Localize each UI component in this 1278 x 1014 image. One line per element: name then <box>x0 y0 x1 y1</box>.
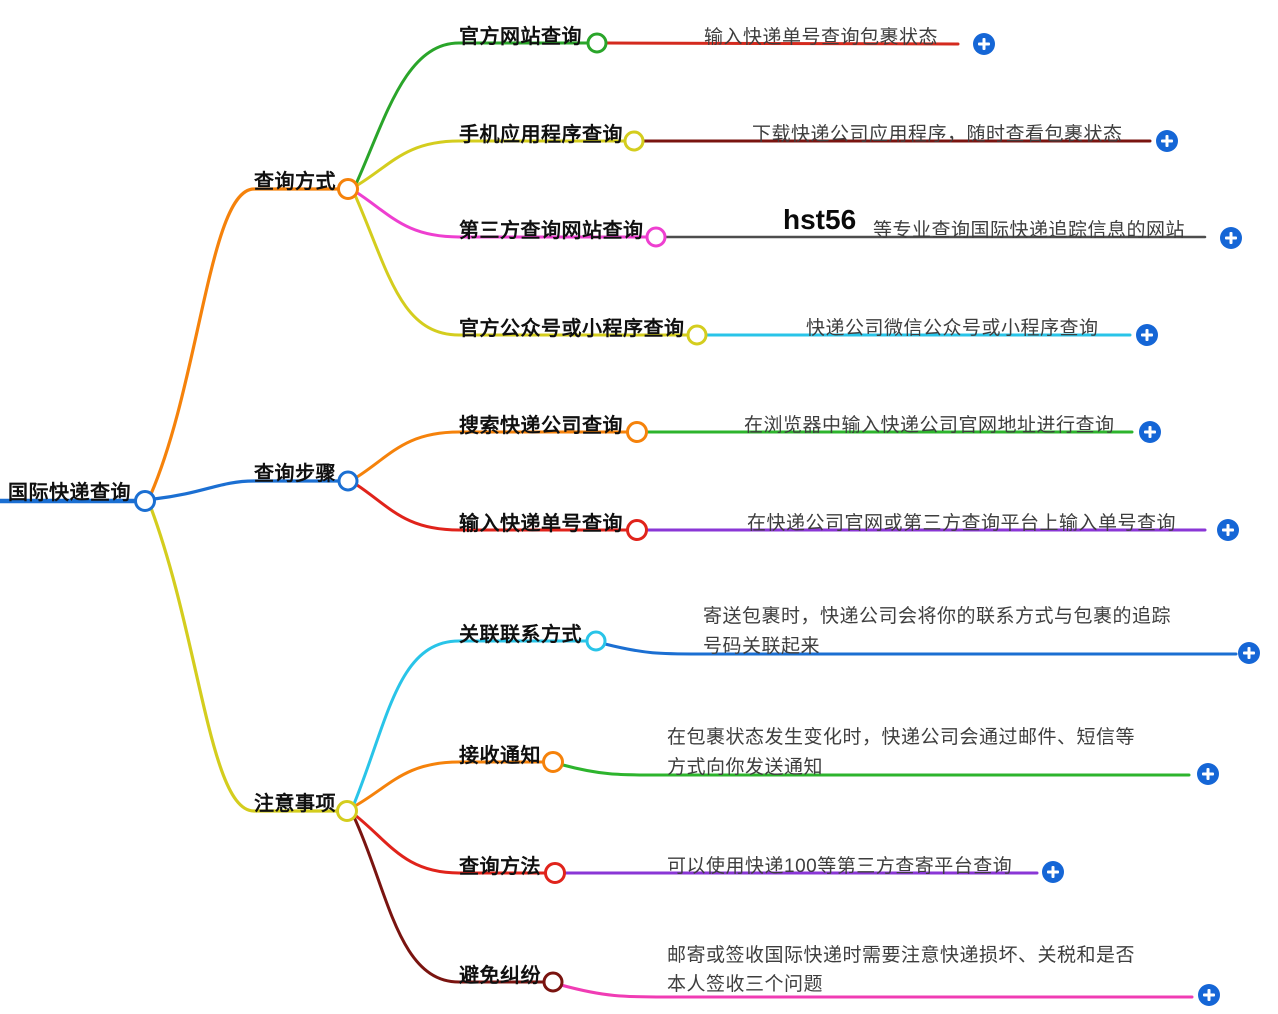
root-node-circle[interactable] <box>134 490 156 512</box>
detail-line-notifications <box>561 763 1191 777</box>
detail-line-official-site <box>604 41 960 46</box>
node-circle-notes[interactable] <box>336 800 358 822</box>
plus-icon[interactable] <box>1198 984 1220 1006</box>
node-circle-link-contact[interactable] <box>585 630 607 652</box>
branch-label-query-method[interactable]: 查询方式 <box>254 171 336 193</box>
detail-highlight-hst56[interactable]: hst56 <box>783 204 857 235</box>
child-line-avoid-dispute <box>352 815 545 984</box>
node-circle-avoid-dispute[interactable] <box>542 971 564 993</box>
node-label-link-contact[interactable]: 关联联系方式 <box>459 624 582 646</box>
node-label-query-way[interactable]: 查询方法 <box>459 856 541 878</box>
node-label-enter-number[interactable]: 输入快递单号查询 <box>459 513 623 535</box>
branch-line-query-steps <box>152 479 341 501</box>
plus-icon[interactable] <box>1042 861 1064 883</box>
plus-icon[interactable] <box>1217 519 1239 541</box>
child-line-official-account <box>353 193 689 337</box>
node-circle-search-company[interactable] <box>626 421 648 443</box>
node-circle-official-account[interactable] <box>686 324 708 346</box>
node-label-search-company[interactable]: 搜索快递公司查询 <box>459 415 623 437</box>
branch-line-query-method <box>149 187 340 496</box>
plus-icon[interactable] <box>1136 324 1158 346</box>
child-line-mobile-app <box>354 139 626 188</box>
node-circle-thirdparty-site[interactable] <box>645 226 667 248</box>
node-label-mobile-app[interactable]: 手机应用程序查询 <box>459 124 623 146</box>
plus-icon[interactable] <box>1197 763 1219 785</box>
node-circle-mobile-app[interactable] <box>623 130 645 152</box>
detail-text-query-way[interactable]: 可以使用快递100等第三方查寄平台查询 <box>667 856 1013 877</box>
branch-line-notes <box>149 506 340 813</box>
detail-text-notifications[interactable]: 在包裹状态发生变化时，快递公司会通过邮件、短信等方式向你发送通知 <box>667 727 1136 778</box>
branch-label-notes[interactable]: 注意事项 <box>254 793 336 815</box>
detail-line-link-contact <box>603 642 1238 656</box>
child-line-notifications <box>353 760 545 808</box>
child-line-enter-number <box>355 483 629 532</box>
detail-text-thirdparty-site[interactable]: 等专业查询国际快递追踪信息的网站 <box>873 220 1186 241</box>
detail-text-avoid-dispute[interactable]: 邮寄或签收国际快递时需要注意快递损坏、关税和是否本人签收三个问题 <box>667 945 1136 995</box>
child-line-link-contact <box>352 639 588 806</box>
node-circle-query-method[interactable] <box>337 178 359 200</box>
detail-text-link-contact[interactable]: 寄送包裹时，快递公司会将你的联系方式与包裹的追踪号码关联起来 <box>703 606 1172 657</box>
plus-icon[interactable] <box>973 33 995 55</box>
plus-icon[interactable] <box>1156 130 1178 152</box>
detail-text-enter-number[interactable]: 在快递公司官网或第三方查询平台上输入单号查询 <box>747 513 1177 534</box>
node-circle-notifications[interactable] <box>542 751 564 773</box>
detail-line-avoid-dispute <box>559 983 1194 999</box>
child-line-search-company <box>355 430 629 479</box>
node-circle-official-site[interactable] <box>586 32 608 54</box>
node-label-official-account[interactable]: 官方公众号或小程序查询 <box>459 318 685 340</box>
node-circle-query-steps[interactable] <box>337 470 359 492</box>
plus-icon[interactable] <box>1220 227 1242 249</box>
detail-text-official-account[interactable]: 快递公司微信公众号或小程序查询 <box>806 318 1099 339</box>
child-line-thirdparty-site <box>354 190 648 239</box>
child-line-query-way <box>353 813 547 875</box>
plus-icon[interactable] <box>1238 642 1260 664</box>
root-label[interactable]: 国际快递查询 <box>8 482 131 504</box>
node-label-thirdparty-site[interactable]: 第三方查询网站查询 <box>459 220 644 242</box>
branch-label-query-steps[interactable]: 查询步骤 <box>254 463 336 485</box>
node-circle-query-way[interactable] <box>544 862 566 884</box>
detail-text-mobile-app[interactable]: 下载快递公司应用程序，随时查看包裹状态 <box>752 124 1123 145</box>
node-label-notifications[interactable]: 接收通知 <box>459 745 541 767</box>
child-line-official-site <box>354 41 589 186</box>
plus-icon[interactable] <box>1139 421 1161 443</box>
detail-text-official-site[interactable]: 输入快递单号查询包裹状态 <box>704 27 939 48</box>
detail-text-search-company[interactable]: 在浏览器中输入快递公司官网地址进行查询 <box>744 415 1115 436</box>
node-circle-enter-number[interactable] <box>626 519 648 541</box>
node-label-avoid-dispute[interactable]: 避免纠纷 <box>459 965 541 987</box>
node-label-official-site[interactable]: 官方网站查询 <box>459 26 582 48</box>
